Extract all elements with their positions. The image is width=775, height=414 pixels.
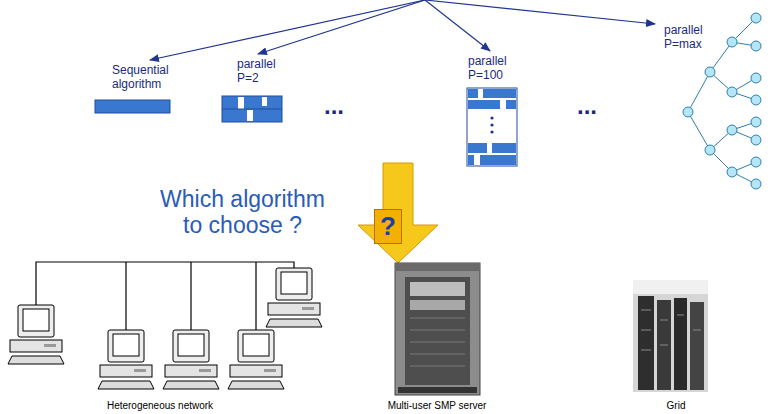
ellipsis: ... <box>577 92 617 120</box>
server-illustration <box>395 263 480 395</box>
platform-label: Grid <box>616 400 736 412</box>
choice-arrows <box>150 0 655 60</box>
down-arrow <box>358 163 438 263</box>
algorithm-label: parallel P=max <box>664 24 716 52</box>
question-box: ? <box>374 209 402 244</box>
ellipsis: ... <box>324 92 364 120</box>
platform-label: Heterogeneous network <box>80 400 240 412</box>
question-text: Which algorithm to choose ? <box>150 186 335 239</box>
parallel-block <box>222 96 282 122</box>
parallel-block <box>467 88 517 166</box>
platform-label: Multi-user SMP server <box>357 400 517 412</box>
grid-illustration <box>633 280 708 392</box>
algorithm-label: parallel P=2 <box>237 58 292 86</box>
question-mark: ? <box>380 212 396 241</box>
sequential-bar <box>95 100 170 113</box>
algorithm-label: Sequential algorithm <box>112 64 182 92</box>
algorithm-label: parallel P=100 <box>468 55 523 83</box>
network-illustration <box>8 262 322 389</box>
